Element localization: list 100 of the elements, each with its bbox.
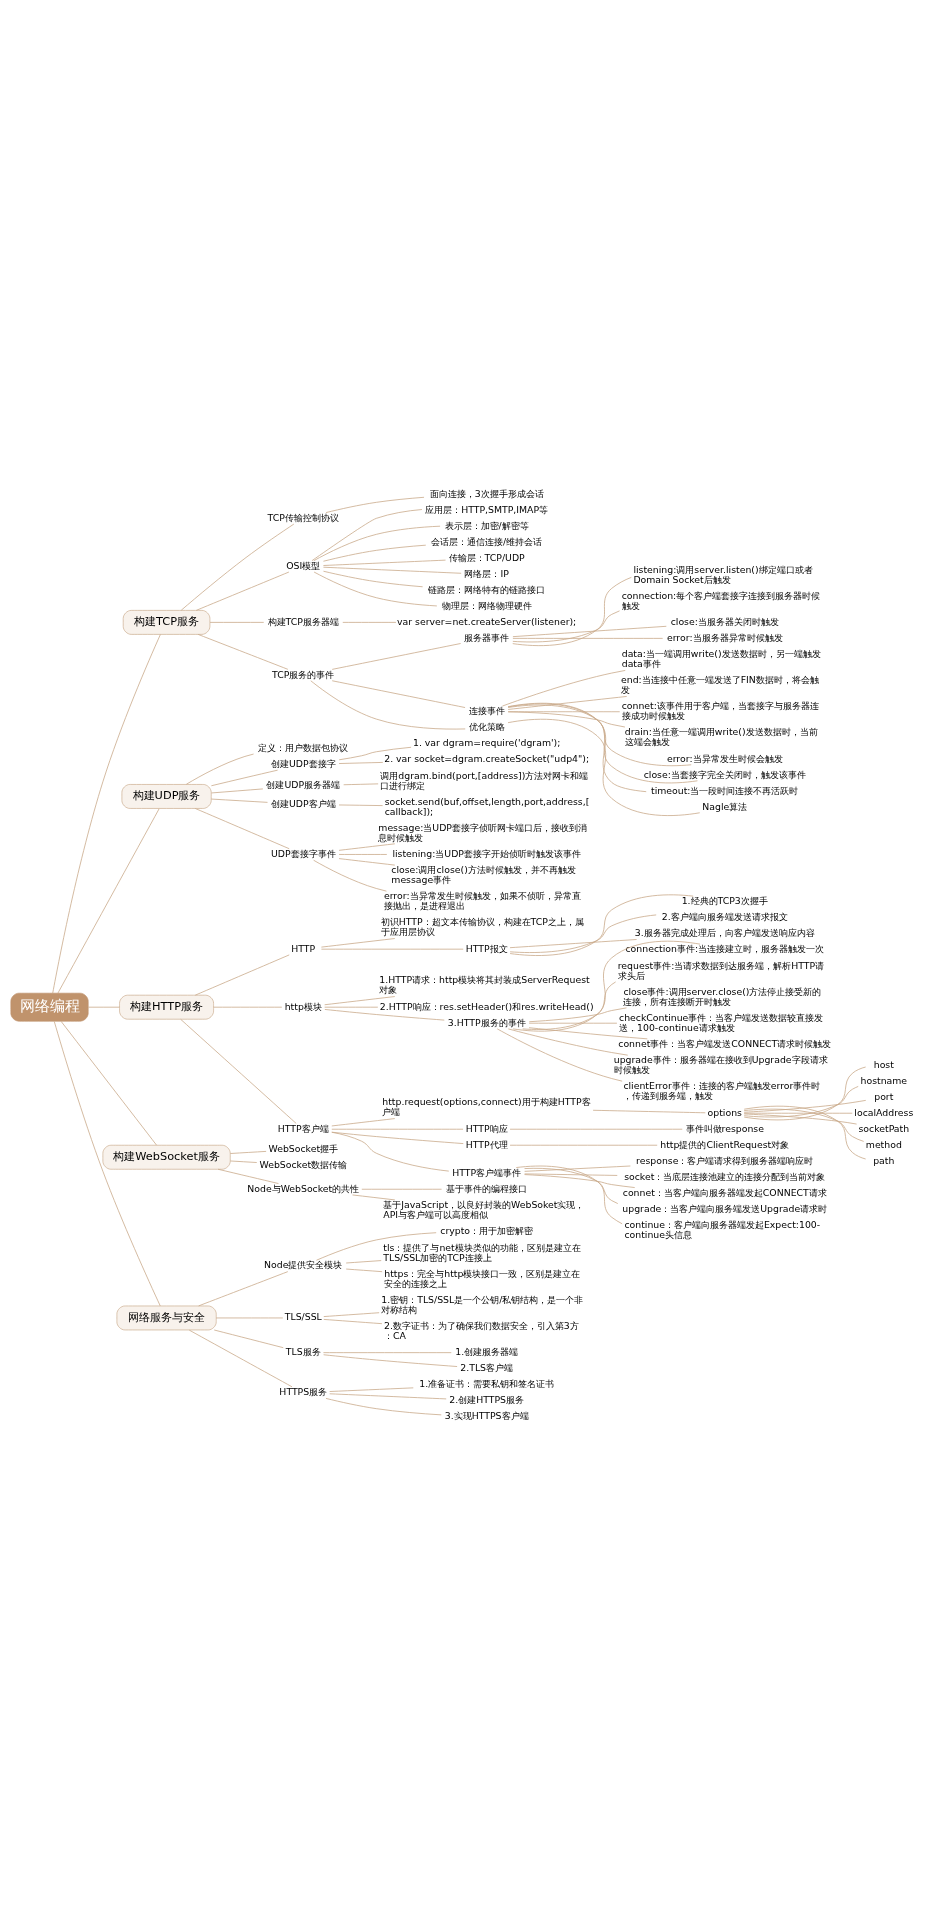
connector bbox=[321, 948, 464, 950]
connector bbox=[592, 1109, 706, 1113]
node-box: 构建TCP服务 bbox=[122, 609, 211, 635]
connector bbox=[310, 679, 466, 729]
node-text: 创建UDP客户端 bbox=[270, 797, 336, 809]
node-text: checkContinue事件：当客户端发送数据较直接发送，100-continue请求触发 bbox=[619, 1011, 824, 1033]
connector bbox=[338, 746, 412, 760]
node-text: 事件叫做response bbox=[685, 1122, 764, 1134]
node-text: 3.实现HTTPS客户端 bbox=[444, 1409, 529, 1421]
connector bbox=[60, 1020, 157, 1146]
connector bbox=[361, 1188, 442, 1190]
node-text: continue：客户端向服务器端发起Expect:100-continue头信息 bbox=[624, 1218, 821, 1240]
connector bbox=[743, 1085, 859, 1117]
node-text: TCP传输控制协议 bbox=[267, 511, 339, 523]
connector bbox=[512, 609, 620, 642]
connector bbox=[512, 576, 632, 646]
connector bbox=[743, 1113, 857, 1124]
node-text: TCP服务的事件 bbox=[272, 668, 335, 680]
connector bbox=[331, 642, 462, 670]
connector bbox=[524, 1173, 636, 1188]
node-text: 面向连接，3次握手形成会话 bbox=[429, 487, 544, 499]
connector bbox=[509, 1144, 658, 1146]
node-text: 2.HTTP响应：res.setHeader()和res.writeHead() bbox=[379, 1000, 594, 1012]
node-text: host bbox=[873, 1058, 894, 1070]
node-text: connet:该事件用于客户端，当套接字与服务器连接成功时候触发 bbox=[621, 699, 819, 721]
connector bbox=[324, 1006, 379, 1008]
connector bbox=[325, 496, 425, 513]
connector bbox=[323, 1318, 383, 1324]
connector bbox=[507, 718, 701, 816]
connector bbox=[338, 857, 396, 865]
connector bbox=[329, 1386, 414, 1392]
connector bbox=[343, 782, 379, 785]
node-text: crypto：用于加密解密 bbox=[440, 1224, 534, 1236]
connector bbox=[88, 1006, 120, 1008]
node-text: 1.HTTP请求：http模块将其封装成ServerRequest对象 bbox=[379, 973, 590, 995]
connector bbox=[198, 1270, 289, 1306]
connector bbox=[743, 1066, 867, 1120]
connector bbox=[338, 842, 396, 851]
node-text: HTTP bbox=[291, 942, 316, 954]
connector bbox=[215, 1317, 284, 1318]
node-text: 传输层：TCP/UDP bbox=[448, 551, 525, 563]
node-text: TLS/SSL bbox=[284, 1310, 322, 1322]
connector bbox=[345, 1268, 383, 1272]
connector bbox=[229, 1150, 267, 1154]
node-text: error:当异常发生时候会触发 bbox=[666, 752, 783, 764]
node-text: 基于JavaScript，以良好封装的WebSoket实现，API与客户端可以高度相似 bbox=[383, 1198, 585, 1220]
node-text: message:当UDP套接字侦听网卡端口后，接收到消息时候触发 bbox=[378, 821, 588, 843]
connector bbox=[509, 1128, 683, 1130]
connector bbox=[512, 625, 667, 637]
connector bbox=[323, 1311, 380, 1317]
connector bbox=[324, 995, 396, 1005]
node-text: WebSocket数据传输 bbox=[259, 1158, 348, 1170]
node-text: 1.密钥：TLS/SSL是一个公钥/私钥结构，是一个非对称结构 bbox=[381, 1293, 584, 1315]
connector bbox=[323, 566, 462, 574]
node-text: error:当服务器异常时候触发 bbox=[666, 631, 783, 643]
connector bbox=[331, 1131, 450, 1171]
node-text: OSI模型 bbox=[286, 559, 321, 571]
node-text: 3.HTTP服务的事件 bbox=[447, 1016, 526, 1028]
node-text: socket.send(buf,offset,length,port,address,[callback]); bbox=[384, 795, 590, 817]
node-text: socket：当底层连接池建立的连接分配到当前对象 bbox=[624, 1170, 826, 1182]
connector bbox=[512, 637, 664, 639]
node-text: 初识HTTP：超文本传输协议，构建在TCP之上，属于应用层协议 bbox=[380, 915, 584, 937]
node-text: connet事件：当客户端发送CONNECT请求时候触发 bbox=[618, 1037, 832, 1049]
connector bbox=[528, 1006, 627, 1022]
connector bbox=[210, 788, 264, 793]
node-text: 连接事件 bbox=[468, 704, 505, 716]
node-text: HTTP客户端 bbox=[277, 1122, 329, 1134]
node-text: 定义：用户数据包协议 bbox=[258, 741, 349, 753]
node-box: 构建WebSocket服务 bbox=[102, 1144, 231, 1170]
node-text: 应用层：HTTP,SMTP,IMAP等 bbox=[425, 503, 549, 515]
node-text: 2.创建HTTPS服务 bbox=[449, 1393, 525, 1405]
connector bbox=[323, 1351, 452, 1353]
node-text: 1.经典的TCP3次握手 bbox=[681, 894, 768, 906]
connector bbox=[509, 893, 694, 956]
connector bbox=[507, 1028, 629, 1056]
node-text: 1.准备证书：需要私钥和签名证书 bbox=[419, 1377, 555, 1389]
connector bbox=[180, 523, 295, 611]
node-text: drain:当任意一端调用write()发送数据时，当前这端会触发 bbox=[624, 725, 818, 747]
connector bbox=[524, 1172, 618, 1176]
connector bbox=[52, 633, 161, 993]
connector bbox=[502, 669, 626, 706]
connector bbox=[323, 544, 427, 562]
connector bbox=[209, 621, 265, 623]
node-text: data:当一端调用write()发送数据时，另一端触发data事件 bbox=[621, 647, 821, 669]
connector bbox=[313, 571, 438, 606]
connector bbox=[522, 981, 617, 1030]
node-text: 基于事件的编程接口 bbox=[446, 1182, 528, 1194]
connector bbox=[311, 508, 423, 561]
connector bbox=[507, 710, 626, 727]
connector bbox=[188, 1329, 293, 1387]
connector bbox=[743, 1108, 865, 1142]
node-text: http模块 bbox=[284, 1000, 322, 1012]
connector bbox=[313, 859, 387, 892]
node-text: Node与WebSocket的共性 bbox=[247, 1182, 360, 1194]
node-text: upgrade：当客户端向服务端发送Upgrade请求时 bbox=[622, 1202, 828, 1214]
node-text: Nagle算法 bbox=[702, 800, 748, 812]
connector bbox=[515, 1165, 623, 1224]
connector bbox=[509, 938, 637, 948]
node-text: 构建TCP服务器端 bbox=[267, 615, 339, 627]
connector bbox=[229, 1160, 258, 1163]
